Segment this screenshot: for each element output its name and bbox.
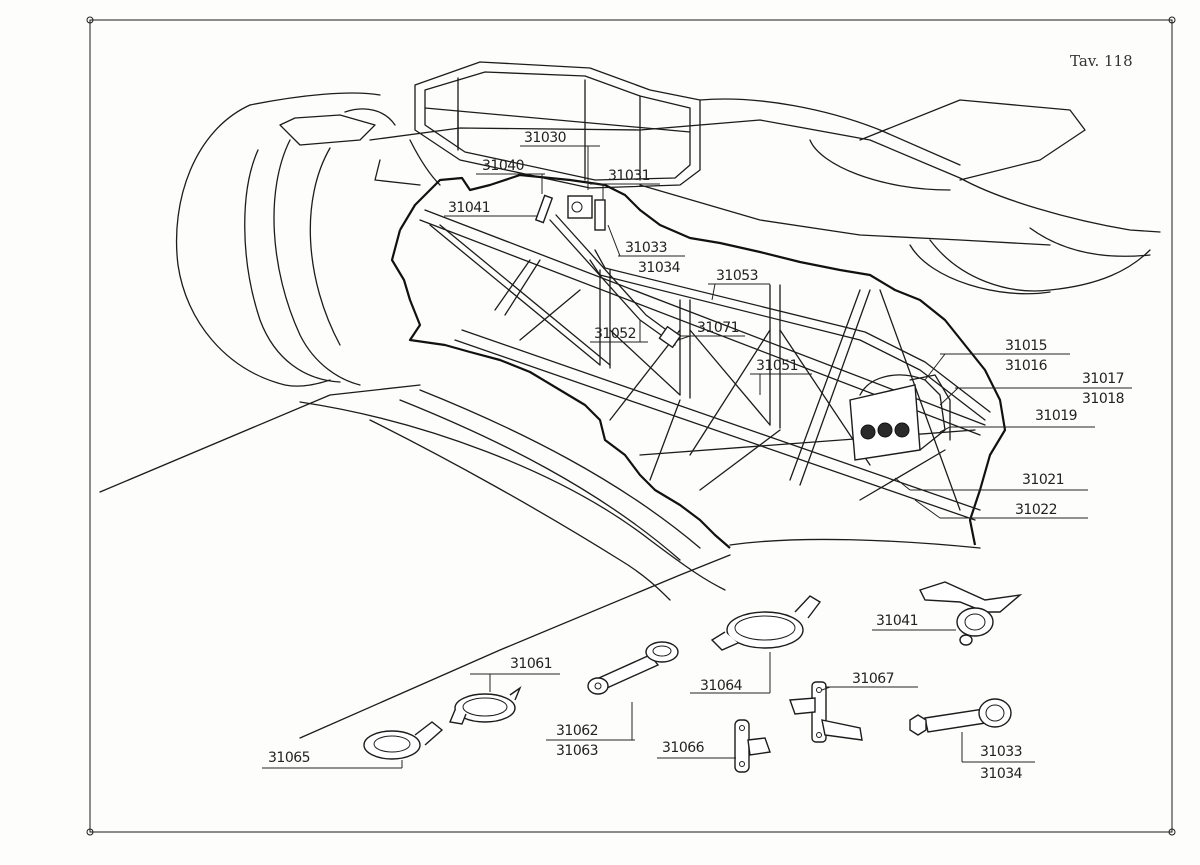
label-part-31065: 31065 [268,750,310,766]
label-part-31033: 31033 [980,744,1022,760]
label-31034: 31034 [638,260,681,276]
label-part-31063: 31063 [556,743,598,759]
label-31053: 31053 [716,268,758,284]
label-31071: 31071 [697,320,739,336]
label-part-31064: 31064 [700,678,743,694]
fuselage-outline [369,119,1161,295]
part-31033: 31033 31034 [909,698,1035,782]
label-31022: 31022 [1015,502,1057,518]
label-31041: 31041 [448,200,490,216]
label-31016: 31016 [1005,358,1048,374]
label-31015: 31015 [1005,338,1047,354]
part-31062: 31062 31063 [546,641,679,759]
label-part-31067: 31067 [852,671,894,687]
label-31017: 31017 [1082,371,1124,387]
label-part-31034: 31034 [980,766,1023,782]
part-31061: 31061 [449,656,560,725]
plate-number: Tav. 118 [1070,52,1133,70]
part-31064: 31064 [690,595,822,694]
part-31041: 31041 [872,581,1023,646]
label-31040: 31040 [482,158,524,174]
engine-cowling [175,92,396,387]
label-31021: 31021 [1022,472,1064,488]
label-part-31062: 31062 [556,723,598,739]
label-31019: 31019 [1035,408,1077,424]
upper-fittings [534,194,606,231]
label-31033: 31033 [625,240,667,256]
callouts-assembly: 31030 31040 31031 31041 31033 31034 3105… [444,130,1132,519]
fuselage-truss [419,209,986,521]
label-31031: 31031 [608,168,650,184]
cutaway-edge [390,173,1007,549]
tail-section [699,98,1151,257]
label-31018: 31018 [1082,391,1124,407]
label-part-31061: 31061 [510,656,552,672]
plate-frame [86,16,1176,836]
label-31051: 31051 [756,358,798,374]
label-31030: 31030 [524,130,566,146]
instrument-panel [849,374,951,461]
part-31066: 31066 [657,719,771,773]
part-31067: 31067 [789,671,918,743]
label-part-31041: 31041 [876,613,918,629]
label-31052: 31052 [594,326,636,342]
cockpit-canopy [414,61,701,189]
part-31065: 31065 [262,721,444,769]
wing [99,384,981,739]
label-part-31066: 31066 [662,740,705,756]
